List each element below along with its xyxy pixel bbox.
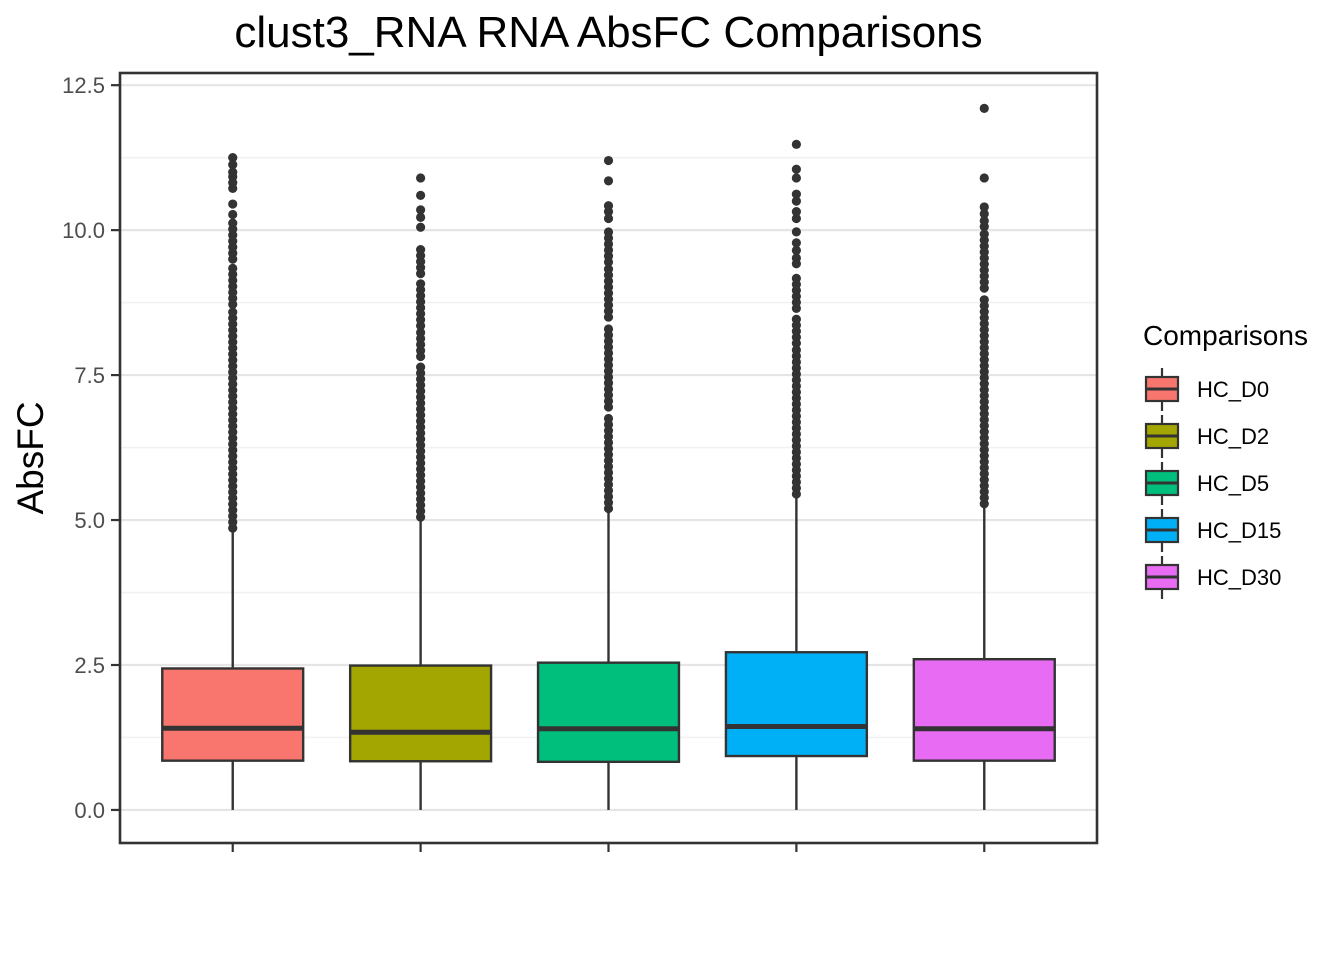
boxplot-group-HC_D0 [161, 153, 305, 810]
legend-label: HC_D5 [1197, 470, 1270, 496]
legend-label: HC_D15 [1197, 517, 1282, 543]
y-tick-label: 12.5 [62, 73, 105, 98]
y-tick-label: 2.5 [74, 653, 105, 678]
x-axis [231, 843, 986, 852]
legend-item-hc-d5: HC_D5 [1143, 462, 1308, 505]
legend-item-hc-d0: HC_D0 [1143, 368, 1308, 411]
boxplot-key-icon [1144, 415, 1180, 458]
box-iqr [161, 667, 305, 762]
outlier-dots [979, 103, 989, 509]
legend-title: Comparisons [1143, 320, 1308, 351]
boxplot-key-icon [1144, 509, 1180, 552]
box-iqr [724, 651, 869, 758]
boxplot-group-HC_D5 [536, 155, 681, 810]
chart-title: clust3_RNA RNA AbsFC Comparisons [234, 8, 983, 57]
legend-label: HC_D2 [1197, 423, 1270, 449]
boxplot-key-icon [1144, 462, 1180, 505]
legend-item-hc-d15: HC_D15 [1143, 509, 1308, 552]
outlier-dots [228, 153, 238, 533]
boxplot-group-HC_D2 [348, 173, 493, 810]
y-tick-label: 5.0 [74, 508, 105, 533]
y-tick-label: 7.5 [74, 363, 105, 388]
legend-label: HC_D30 [1197, 564, 1282, 590]
legend-label: HC_D0 [1197, 376, 1270, 402]
boxplot-group-HC_D30 [912, 103, 1056, 810]
box-iqr [536, 661, 681, 764]
boxplot-key-icon [1144, 556, 1180, 599]
legend-item-hc-d30: HC_D30 [1143, 556, 1308, 599]
box-iqr [912, 657, 1056, 762]
y-tick-label: 0.0 [74, 798, 105, 823]
y-axis: 0.0 2.5 5.0 7.5 10.0 12.5 [62, 73, 120, 823]
legend: Comparisons HC_D0 HC_D2 [1143, 320, 1308, 599]
outlier-dots [603, 155, 614, 514]
legend-item-hc-d2: HC_D2 [1143, 415, 1308, 458]
outlier-dots [416, 173, 426, 522]
boxplot-key-icon [1144, 368, 1180, 411]
boxplot-group-HC_D15 [724, 139, 869, 810]
box-iqr [348, 664, 493, 763]
y-tick-label: 10.0 [62, 218, 105, 243]
legend-items: HC_D0 HC_D2 HC_D5 [1143, 368, 1308, 599]
outlier-dots [791, 139, 801, 499]
